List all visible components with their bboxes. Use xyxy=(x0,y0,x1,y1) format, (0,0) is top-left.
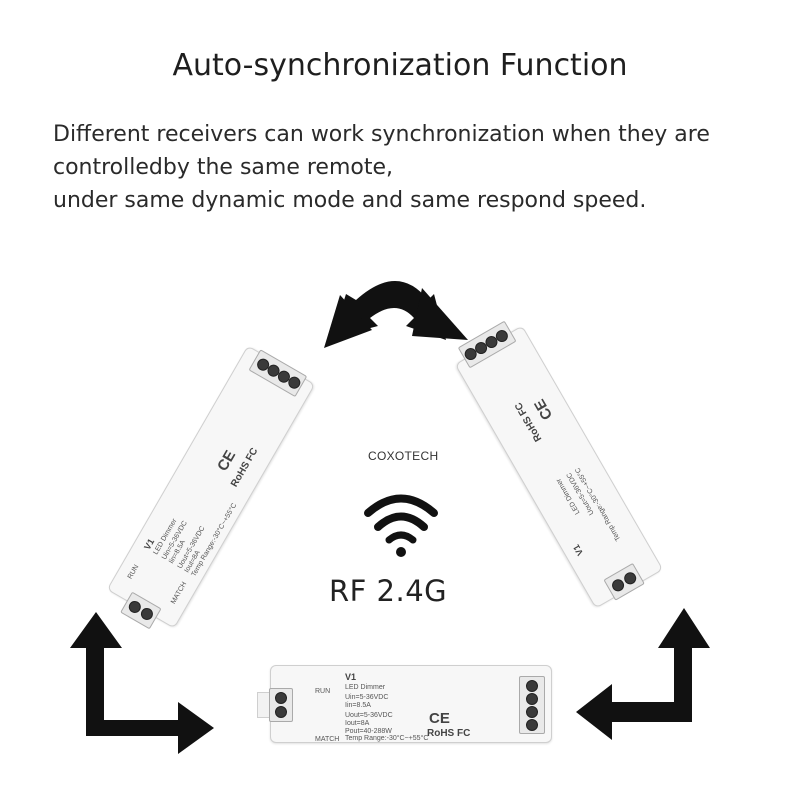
rf-label: RF 2.4G xyxy=(329,574,448,608)
run-label: RUN xyxy=(126,563,141,581)
run-label: RUN xyxy=(315,688,331,695)
left-sync-arrow xyxy=(70,612,214,754)
wifi-icon xyxy=(364,494,438,557)
module-iin: Iin=8.5A xyxy=(345,702,371,709)
match-label: MATCH xyxy=(315,736,340,743)
ce-mark: CE xyxy=(531,396,557,423)
module-iout: Iout=8A xyxy=(345,720,370,727)
screw xyxy=(526,693,538,705)
screw xyxy=(275,706,287,718)
right-sync-arrow xyxy=(576,608,710,740)
module-uout: Uout=5-36VDC xyxy=(345,712,393,719)
screw xyxy=(526,719,538,731)
rohs-mark: RoHS FC xyxy=(427,728,471,739)
receiver-module-bottom: RUN MATCH V1 LED Dimmer Uin=5-36VDC Iin=… xyxy=(257,665,552,743)
description: Different receivers can work synchroniza… xyxy=(53,118,773,217)
module-name: LED Dimmer xyxy=(345,684,386,691)
mount-tab xyxy=(257,692,272,718)
module-temp: Temp Range:-30°C~+55°C xyxy=(345,735,429,742)
screw xyxy=(526,680,538,692)
match-label: MATCH xyxy=(170,580,189,606)
description-line-3: under same dynamic mode and same respond… xyxy=(53,188,647,213)
screw xyxy=(526,706,538,718)
description-line-2: controlledby the same remote, xyxy=(53,155,393,180)
description-line-1: Different receivers can work synchroniza… xyxy=(53,122,710,147)
module-pout: Pout=40-288W xyxy=(345,728,392,735)
page-title: Auto-synchronization Function xyxy=(172,48,628,83)
ce-mark: CE xyxy=(429,710,450,727)
model-label: V1 xyxy=(345,672,357,682)
module-uin: Uin=5-36VDC xyxy=(345,694,389,701)
brand-label: COXOTECH xyxy=(368,449,439,463)
model-label: V1 xyxy=(571,542,586,558)
top-sync-arrow xyxy=(324,281,468,348)
screw xyxy=(275,692,287,704)
